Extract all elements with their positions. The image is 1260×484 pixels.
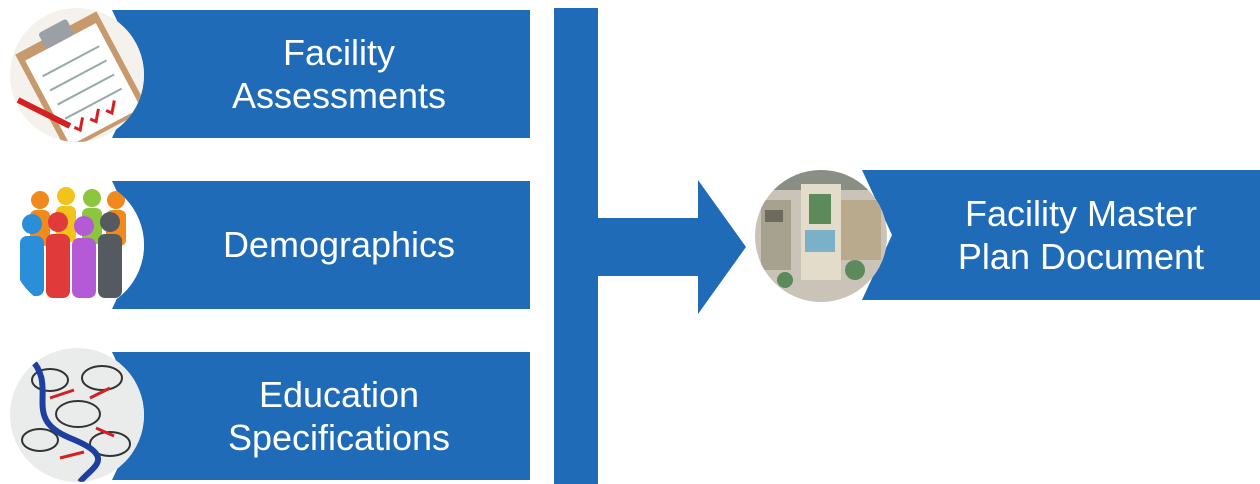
output-facility-master-plan: Facility Master Plan Document	[862, 170, 1260, 300]
mind-map-sketch-icon	[10, 348, 144, 482]
output-label-line2: Plan Document	[957, 236, 1205, 277]
input-label-line1: Facility	[282, 31, 395, 73]
clipboard-checklist-icon	[10, 8, 144, 142]
input-label-line2: Specifications	[227, 417, 451, 458]
input-label-line1: Education	[258, 373, 420, 415]
input-label-line2: Assessments	[231, 75, 447, 116]
input-demographics: Demographics	[112, 181, 530, 309]
people-group-icon	[10, 178, 144, 312]
output-label-line1: Facility Master	[964, 192, 1197, 234]
site-plan-icon	[755, 170, 887, 302]
input-education-specifications: Education Specifications	[112, 352, 530, 480]
input-label-line1: Demographics	[222, 224, 456, 266]
input-facility-assessments: Facility Assessments	[112, 10, 530, 138]
